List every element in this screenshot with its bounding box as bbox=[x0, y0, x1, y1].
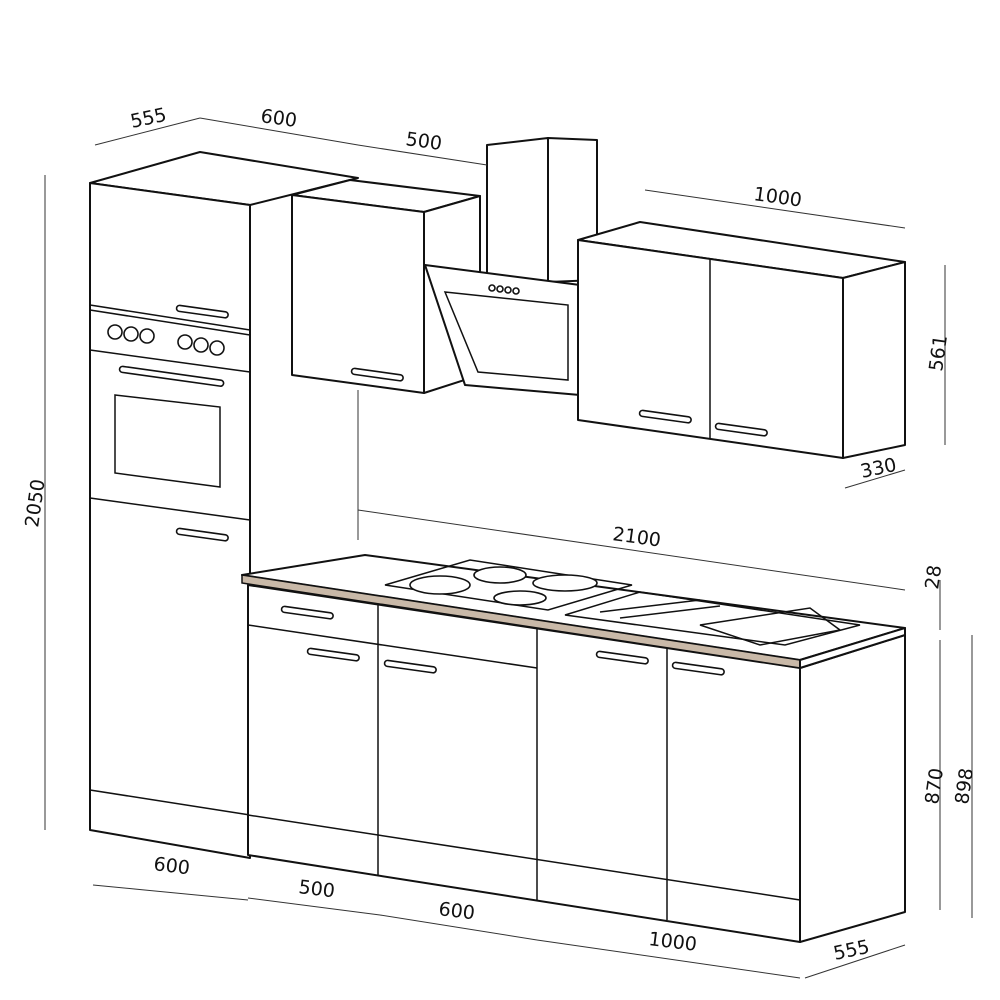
dim-500-wall: 500 bbox=[404, 128, 443, 155]
dim-898: 898 bbox=[951, 767, 978, 806]
worktop bbox=[241, 554, 906, 669]
dim-561: 561 bbox=[925, 334, 952, 373]
dim-28: 28 bbox=[921, 564, 946, 591]
dim-555-top: 555 bbox=[128, 104, 168, 133]
extractor-hood bbox=[424, 137, 598, 396]
dim-555-base: 555 bbox=[831, 936, 871, 965]
base-cabinets bbox=[247, 584, 906, 943]
dim-1000-base: 1000 bbox=[647, 928, 698, 956]
dim-1000-wall: 1000 bbox=[752, 183, 803, 212]
dim-600-base: 600 bbox=[437, 898, 476, 924]
dim-500-base: 500 bbox=[297, 876, 336, 902]
wall-cabinet-1000 bbox=[577, 221, 906, 459]
dim-2100: 2100 bbox=[611, 523, 662, 552]
dimension-labels: 555 600 500 1000 561 330 2050 2100 28 87… bbox=[21, 104, 978, 965]
dim-870: 870 bbox=[921, 767, 948, 806]
dimension-lines bbox=[44, 117, 973, 979]
dim-330: 330 bbox=[858, 454, 898, 483]
dim-600-top: 600 bbox=[259, 105, 298, 132]
dim-600-bottom: 600 bbox=[152, 853, 191, 879]
tall-cabinet bbox=[89, 151, 359, 859]
